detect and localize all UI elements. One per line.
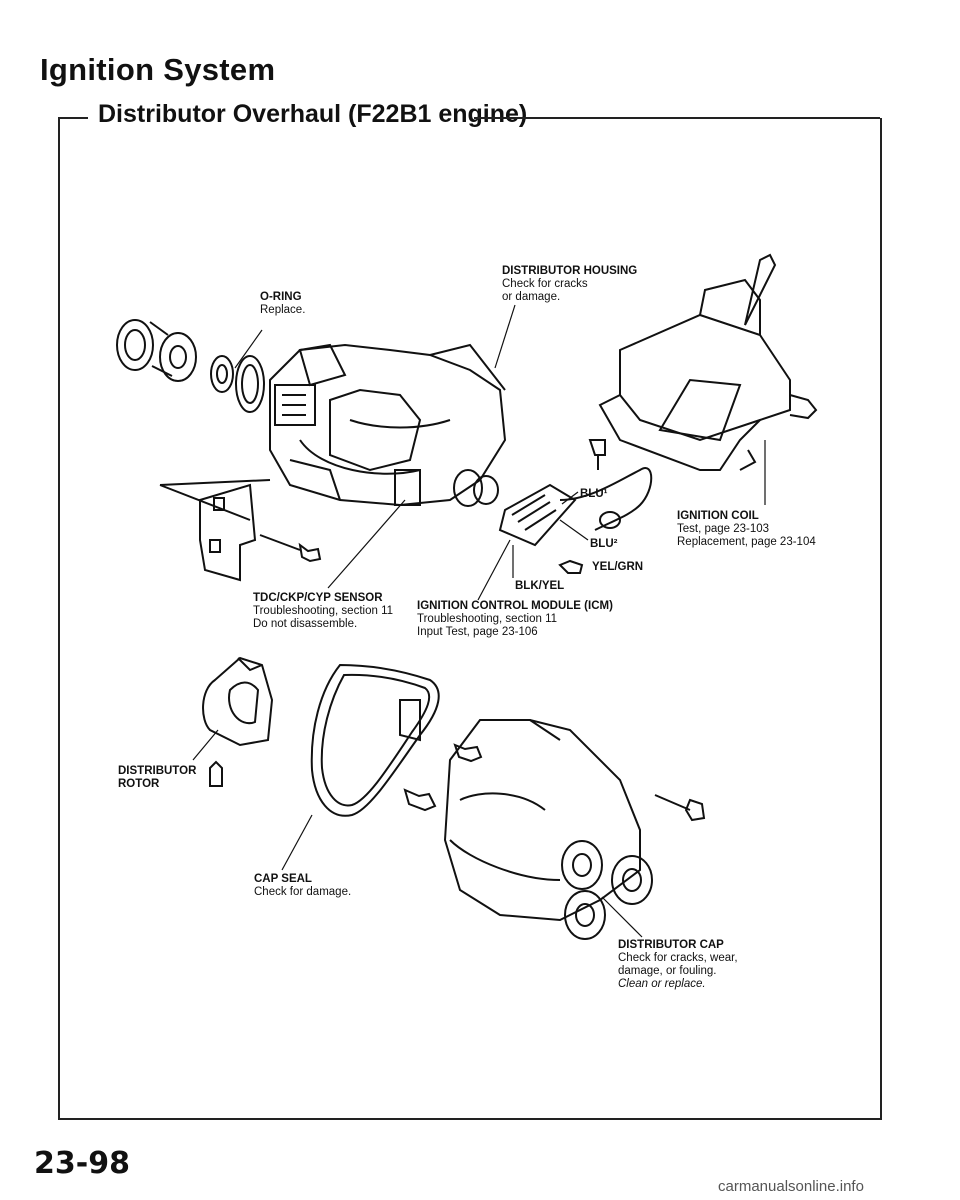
rotor-line-2: ROTOR	[118, 778, 160, 790]
label-o-ring: O-RING Replace.	[260, 291, 305, 317]
shaft-seal-drawing	[116, 319, 197, 382]
cap-title: DISTRIBUTOR CAP	[618, 939, 724, 951]
o-ring-drawing	[210, 355, 265, 413]
cap-seal-drawing	[310, 663, 440, 817]
leader-lines	[192, 304, 766, 938]
label-tdc-sensor: TDC/CKP/CYP SENSOR Troubleshooting, sect…	[253, 592, 393, 631]
icm-note-2: Input Test, page 23-106	[417, 626, 538, 638]
icm-drawing	[498, 439, 653, 574]
wire-label-yel-grn: YEL/GRN	[592, 561, 644, 573]
oring-note: Replace.	[260, 304, 306, 316]
cap-note-3: Clean or replace.	[618, 978, 706, 990]
label-distributor-rotor: DISTRIBUTOR ROTOR	[118, 765, 196, 791]
label-cap-seal: CAP SEAL Check for damage.	[254, 873, 351, 899]
capseal-title: CAP SEAL	[254, 873, 312, 885]
cap-note-2: damage, or fouling.	[618, 965, 717, 977]
label-distributor-housing: DISTRIBUTOR HOUSING Check for cracks or …	[502, 265, 637, 304]
frame-top-left	[58, 117, 88, 119]
housing-title: DISTRIBUTOR HOUSING	[502, 265, 638, 277]
rotor-line-1: DISTRIBUTOR	[118, 765, 197, 777]
page-number: 23-98	[34, 1146, 130, 1181]
distributor-cap-drawing	[443, 719, 653, 940]
label-icm: IGNITION CONTROL MODULE (ICM) Troublesho…	[417, 600, 613, 639]
ignition-coil-drawing	[598, 253, 818, 471]
distributor-housing-drawing	[269, 343, 507, 507]
frame-top-right	[474, 117, 880, 119]
label-ignition-coil: IGNITION COIL Test, page 23-103 Replacem…	[677, 510, 816, 549]
section-title: Ignition System	[40, 52, 276, 87]
capseal-note: Check for damage.	[254, 886, 352, 898]
icm-title: IGNITION CONTROL MODULE (ICM)	[417, 600, 613, 612]
oring-title: O-RING	[260, 291, 302, 303]
coil-note-2: Replacement, page 23-104	[677, 536, 816, 548]
label-distributor-cap: DISTRIBUTOR CAP Check for cracks, wear, …	[618, 939, 738, 991]
sensor-bracket-drawing	[159, 479, 322, 582]
housing-note-2: or damage.	[502, 291, 561, 303]
sensor-note-1: Troubleshooting, section 11	[253, 605, 394, 617]
diagram-frame	[58, 118, 882, 1120]
sensor-note-2: Do not disassemble.	[253, 618, 358, 630]
watermark: carmanualsonline.info	[718, 1178, 864, 1195]
wire-label-blu2: BLU²	[590, 538, 618, 550]
sensor-title: TDC/CKP/CYP SENSOR	[253, 592, 383, 604]
wire-label-blu1: BLU¹	[580, 488, 608, 500]
housing-note-1: Check for cracks	[502, 278, 588, 290]
coil-title: IGNITION COIL	[677, 510, 759, 522]
wire-label-blk-yel: BLK/YEL	[515, 580, 565, 592]
icm-note-1: Troubleshooting, section 11	[417, 613, 558, 625]
coil-note-1: Test, page 23-103	[677, 523, 770, 535]
cap-note-1: Check for cracks, wear,	[618, 952, 738, 964]
page-title: Distributor Overhaul (F22B1 engine)	[98, 100, 528, 128]
distributor-rotor-drawing	[202, 656, 274, 747]
